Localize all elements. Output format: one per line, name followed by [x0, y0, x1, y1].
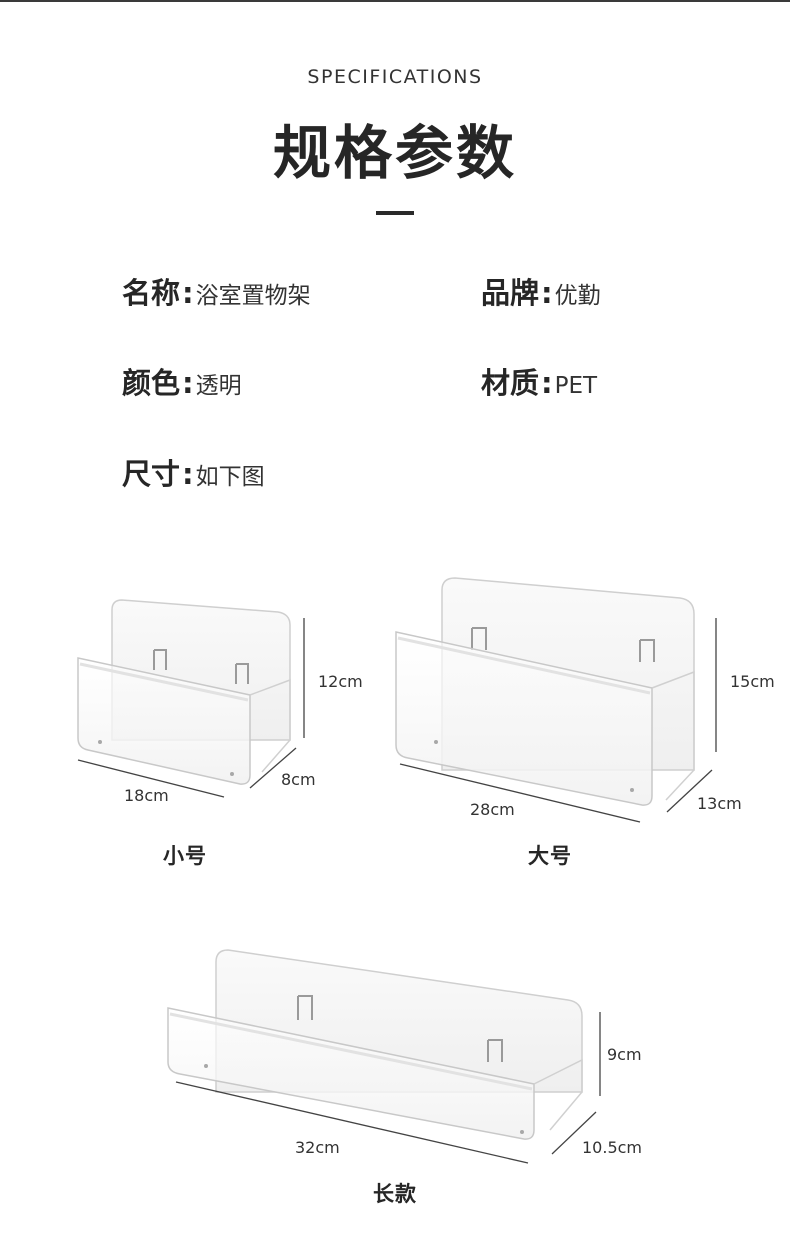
- spec-value: 优勤: [554, 283, 601, 309]
- spec-name: 名称:浴室置物架: [122, 276, 311, 310]
- shelf-large-image: [395, 577, 717, 823]
- dim-long-depth: 10.5cm: [582, 1138, 643, 1157]
- shelf-long-image: [167, 949, 601, 1164]
- spec-value: 浴室置物架: [195, 283, 311, 309]
- spec-value: 透明: [195, 373, 242, 399]
- dim-small-width: 18cm: [124, 786, 169, 805]
- dim-large-width: 28cm: [470, 800, 515, 819]
- product-label-small: 小号: [163, 844, 207, 868]
- spec-color: 颜色:透明: [122, 366, 242, 400]
- section-eyebrow: SPECIFICATIONS: [307, 66, 483, 88]
- spec-label: 尺寸: [122, 457, 181, 491]
- spec-size: 尺寸:如下图: [122, 457, 265, 491]
- dim-small-depth: 8cm: [281, 770, 316, 789]
- dim-large-height: 15cm: [730, 672, 775, 691]
- spec-label: 材质: [481, 366, 540, 400]
- dim-large-depth: 13cm: [697, 794, 742, 813]
- top-rule: [0, 0, 790, 2]
- title-underline: [376, 211, 414, 215]
- spec-material: 材质:PET: [481, 366, 598, 400]
- spec-label: 名称: [122, 276, 181, 310]
- spec-value: 如下图: [195, 464, 265, 490]
- page-title: 规格参数: [272, 119, 517, 187]
- product-label-large: 大号: [528, 844, 572, 868]
- spec-label: 品牌: [481, 276, 540, 310]
- dim-small-height: 12cm: [318, 672, 363, 691]
- product-label-long: 长款: [373, 1182, 417, 1206]
- spec-brand: 品牌:优勤: [481, 276, 601, 310]
- dim-long-width: 32cm: [295, 1138, 340, 1157]
- spec-label: 颜色: [122, 366, 181, 400]
- dim-long-height: 9cm: [607, 1045, 642, 1064]
- spec-value: PET: [554, 373, 598, 399]
- shelf-small-image: [77, 599, 305, 798]
